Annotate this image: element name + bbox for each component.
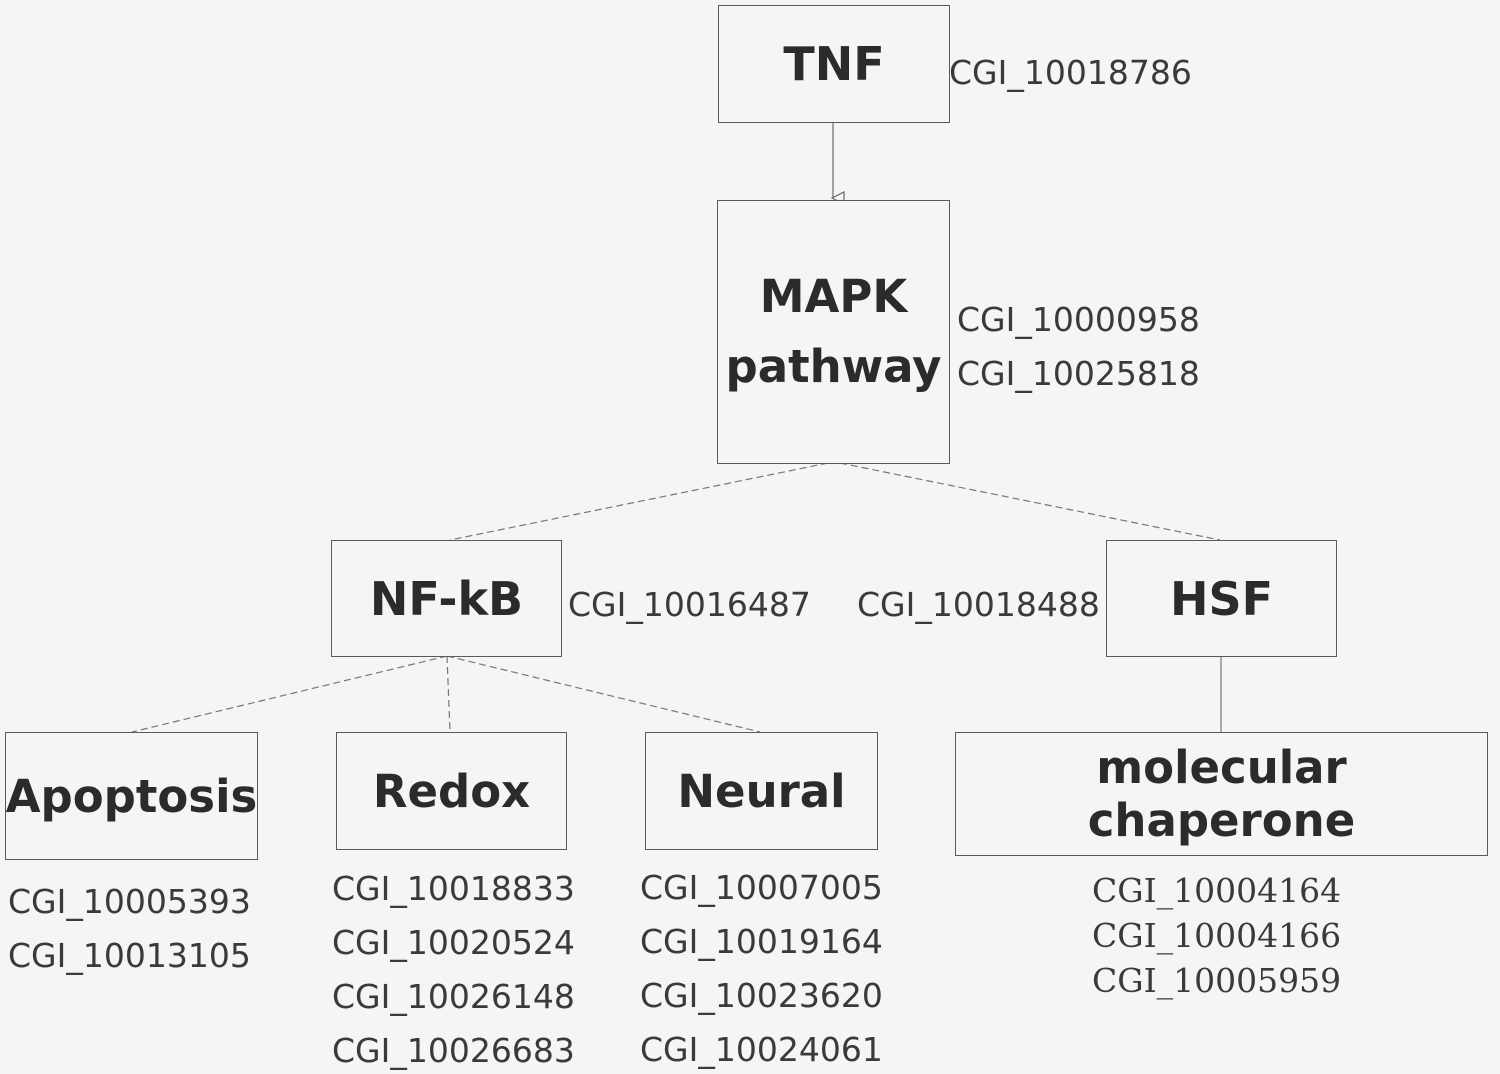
neural-id-list: CGI_10007005 CGI_10019164 CGI_10023620 C… [640, 861, 883, 1074]
mapk-to-nfkb-connector [449, 462, 829, 541]
chaperone-id: CGI_10004164 [1092, 871, 1342, 910]
mapk-to-hsf-connector [839, 462, 1221, 541]
nfkb-to-apoptosis-connector [131, 655, 448, 733]
chaperone-node: molecular chaperone [955, 732, 1488, 856]
redox-id: CGI_10026683 [332, 1031, 575, 1070]
neural-id: CGI_10019164 [640, 922, 883, 961]
nfkb-id: CGI_10016487 [568, 585, 811, 624]
neural-label: Neural [677, 764, 846, 818]
neural-id: CGI_10024061 [640, 1030, 883, 1069]
nfkb-node: NF-kB [331, 540, 562, 657]
redox-node: Redox [336, 732, 567, 850]
tnf-node: TNF [718, 5, 950, 123]
nfkb-to-redox-connector [446, 655, 451, 733]
apoptosis-label: Apoptosis [5, 769, 258, 823]
tnf-label: TNF [783, 37, 885, 91]
redox-id: CGI_10018833 [332, 869, 575, 908]
mapk-label-line1: MAPK [759, 270, 908, 323]
neural-id: CGI_10023620 [640, 976, 883, 1015]
chaperone-id: CGI_10005959 [1092, 961, 1342, 1000]
hsf-label: HSF [1169, 571, 1274, 626]
nfkb-to-neural-connector [446, 655, 761, 733]
redox-id-list: CGI_10018833 CGI_10020524 CGI_10026148 C… [332, 862, 575, 1074]
tnf-id: CGI_10018786 [949, 53, 1192, 92]
chaperone-label: molecular chaperone [1087, 741, 1356, 847]
mapk-label-line2: pathway [725, 340, 942, 393]
chaperone-id-list: CGI_10004164 CGI_10004166 CGI_10005959 [1092, 868, 1341, 1003]
redox-id: CGI_10020524 [332, 923, 575, 962]
apoptosis-node: Apoptosis [5, 732, 258, 860]
chaperone-id: CGI_10004166 [1092, 916, 1342, 955]
hsf-node: HSF [1106, 540, 1337, 657]
apoptosis-id: CGI_10005393 [8, 882, 251, 921]
neural-node: Neural [645, 732, 878, 850]
redox-label: Redox [372, 764, 531, 818]
nfkb-label: NF-kB [369, 571, 524, 626]
mapk-node: MAPK pathway [717, 200, 950, 464]
apoptosis-id: CGI_10013105 [8, 936, 251, 975]
neural-id: CGI_10007005 [640, 868, 883, 907]
redox-id: CGI_10026148 [332, 977, 575, 1016]
apoptosis-id-list: CGI_10005393 CGI_10013105 [8, 875, 251, 983]
mapk-id-list: CGI_10000958 CGI_10025818 [957, 293, 1200, 401]
hsf-id: CGI_10018488 [857, 585, 1100, 624]
mapk-id: CGI_10025818 [957, 354, 1200, 393]
mapk-id: CGI_10000958 [957, 300, 1200, 339]
